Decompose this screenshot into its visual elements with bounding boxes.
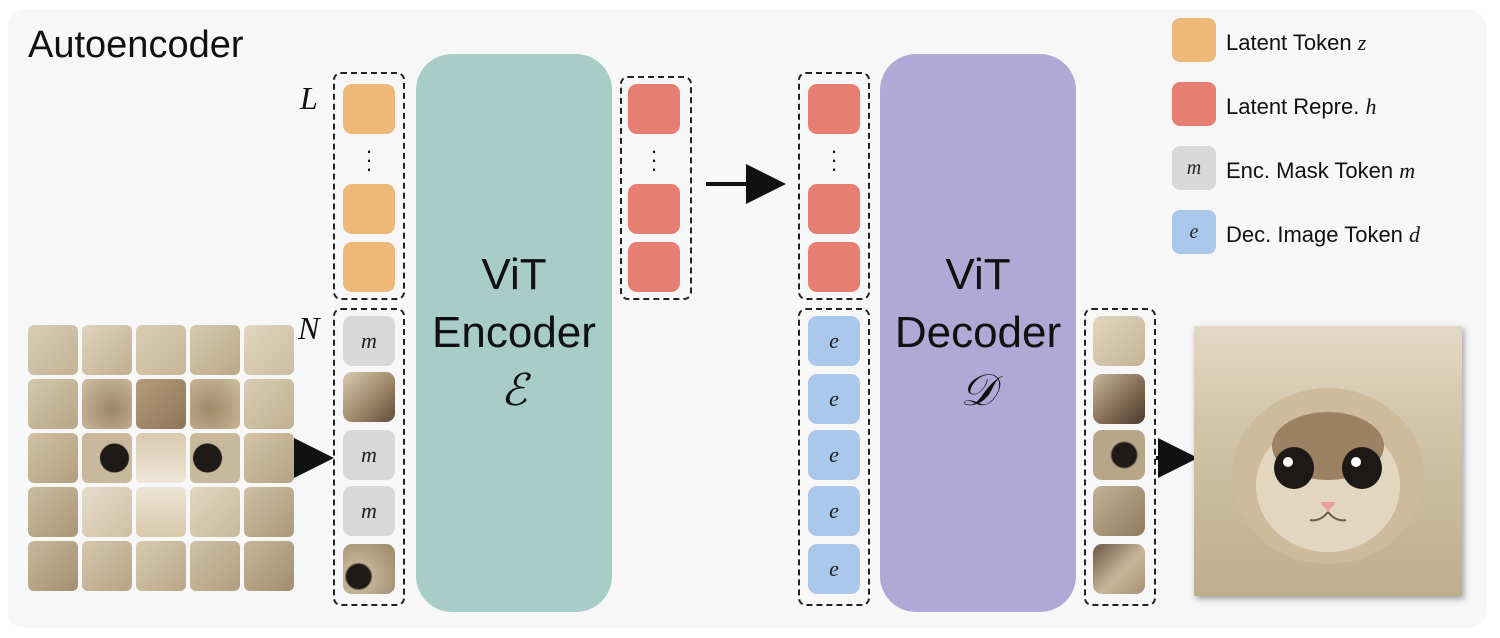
decoder-image-token-group <box>798 308 870 606</box>
reconstructed-patch <box>1093 544 1145 594</box>
legend-symbol: m <box>1399 158 1416 183</box>
reconstructed-patch <box>1093 316 1145 366</box>
legend-item-decoder-token: Dec. Image Token d <box>1226 222 1420 248</box>
image-patch <box>82 379 132 429</box>
image-patch <box>28 379 78 429</box>
legend-swatch-decoder-token: e <box>1172 210 1216 254</box>
encoder-line1: ViT <box>481 250 547 299</box>
vit-encoder-block: ViT Encoder ℰ <box>416 54 612 612</box>
image-patch <box>136 487 186 537</box>
image-patch <box>28 433 78 483</box>
decoder-image-token: e <box>808 544 860 594</box>
image-patch-token <box>343 544 395 594</box>
cat-face-drawing <box>1232 388 1424 564</box>
legend-symbol: d <box>1409 222 1421 247</box>
legend-swatch-latent-token <box>1172 18 1216 62</box>
mask-token: m <box>343 486 395 536</box>
image-patch <box>244 541 294 591</box>
image-patch <box>190 433 240 483</box>
legend-swatch-latent-repr <box>1172 82 1216 126</box>
legend-swatch-mask-token: m <box>1172 146 1216 190</box>
mask-token: m <box>343 430 395 480</box>
decoder-image-token: e <box>808 316 860 366</box>
decoder-latent-group <box>798 72 870 300</box>
decoder-line2: Decoder <box>894 308 1062 357</box>
image-patch <box>136 433 186 483</box>
latent-count-label: L <box>300 80 318 116</box>
decoder-line1: ViT <box>945 250 1011 299</box>
image-patch <box>244 379 294 429</box>
image-patch <box>28 487 78 537</box>
latent-token <box>343 242 395 292</box>
vertical-ellipsis-icon: ··· <box>830 138 838 181</box>
legend-label: Enc. Mask Token <box>1226 158 1394 183</box>
vertical-ellipsis-icon: ··· <box>365 138 373 181</box>
image-patch <box>190 325 240 375</box>
image-patch <box>82 541 132 591</box>
decoder-symbol: 𝒟 <box>960 365 996 416</box>
image-patch <box>82 433 132 483</box>
image-patch <box>136 379 186 429</box>
image-patch <box>136 325 186 375</box>
image-patch <box>28 325 78 375</box>
image-patch-token <box>343 372 395 422</box>
vit-decoder-block: ViT Decoder 𝒟 <box>880 54 1076 612</box>
legend-symbol: h <box>1365 94 1377 119</box>
latent-repr-token <box>808 84 860 134</box>
reconstructed-patch <box>1093 486 1145 536</box>
image-patch <box>82 325 132 375</box>
legend-item-mask-token: Enc. Mask Token m <box>1226 158 1415 184</box>
latent-token <box>343 84 395 134</box>
latent-token-group <box>333 72 405 300</box>
legend-label: Latent Repre. <box>1226 94 1360 119</box>
legend-item-latent-repr: Latent Repre. h <box>1226 94 1376 120</box>
latent-repr-token <box>628 242 680 292</box>
image-patch <box>136 541 186 591</box>
image-patch <box>28 541 78 591</box>
decoder-image-token: e <box>808 486 860 536</box>
legend-label: Latent Token <box>1226 30 1352 55</box>
encoder-line2: Encoder <box>432 308 596 357</box>
diagram-title: Autoencoder <box>28 24 244 66</box>
image-patch <box>82 487 132 537</box>
legend-item-latent-token: Latent Token z <box>1226 30 1366 56</box>
decoder-image-token: e <box>808 430 860 480</box>
mask-token: m <box>343 316 395 366</box>
vertical-ellipsis-icon: ··· <box>650 138 658 181</box>
reconstructed-patch <box>1093 430 1145 480</box>
image-patch <box>244 433 294 483</box>
latent-token <box>343 184 395 234</box>
image-patch <box>244 325 294 375</box>
image-patch <box>190 541 240 591</box>
image-patch <box>190 379 240 429</box>
decoder-image-token: e <box>808 374 860 424</box>
image-patch <box>244 487 294 537</box>
reconstructed-patch <box>1093 374 1145 424</box>
encoder-patch-token-group <box>333 308 405 606</box>
latent-repr-token <box>628 184 680 234</box>
legend-label: Dec. Image Token <box>1226 222 1403 247</box>
image-patch <box>190 487 240 537</box>
decoder-output-group <box>1084 308 1156 606</box>
legend-symbol: z <box>1357 30 1367 55</box>
latent-repr-group <box>620 76 692 300</box>
patch-count-label: N <box>298 310 320 346</box>
encoder-symbol: ℰ <box>500 365 528 416</box>
latent-repr-token <box>628 84 680 134</box>
latent-repr-token <box>808 184 860 234</box>
reconstructed-image <box>1194 326 1462 596</box>
latent-repr-token <box>808 242 860 292</box>
